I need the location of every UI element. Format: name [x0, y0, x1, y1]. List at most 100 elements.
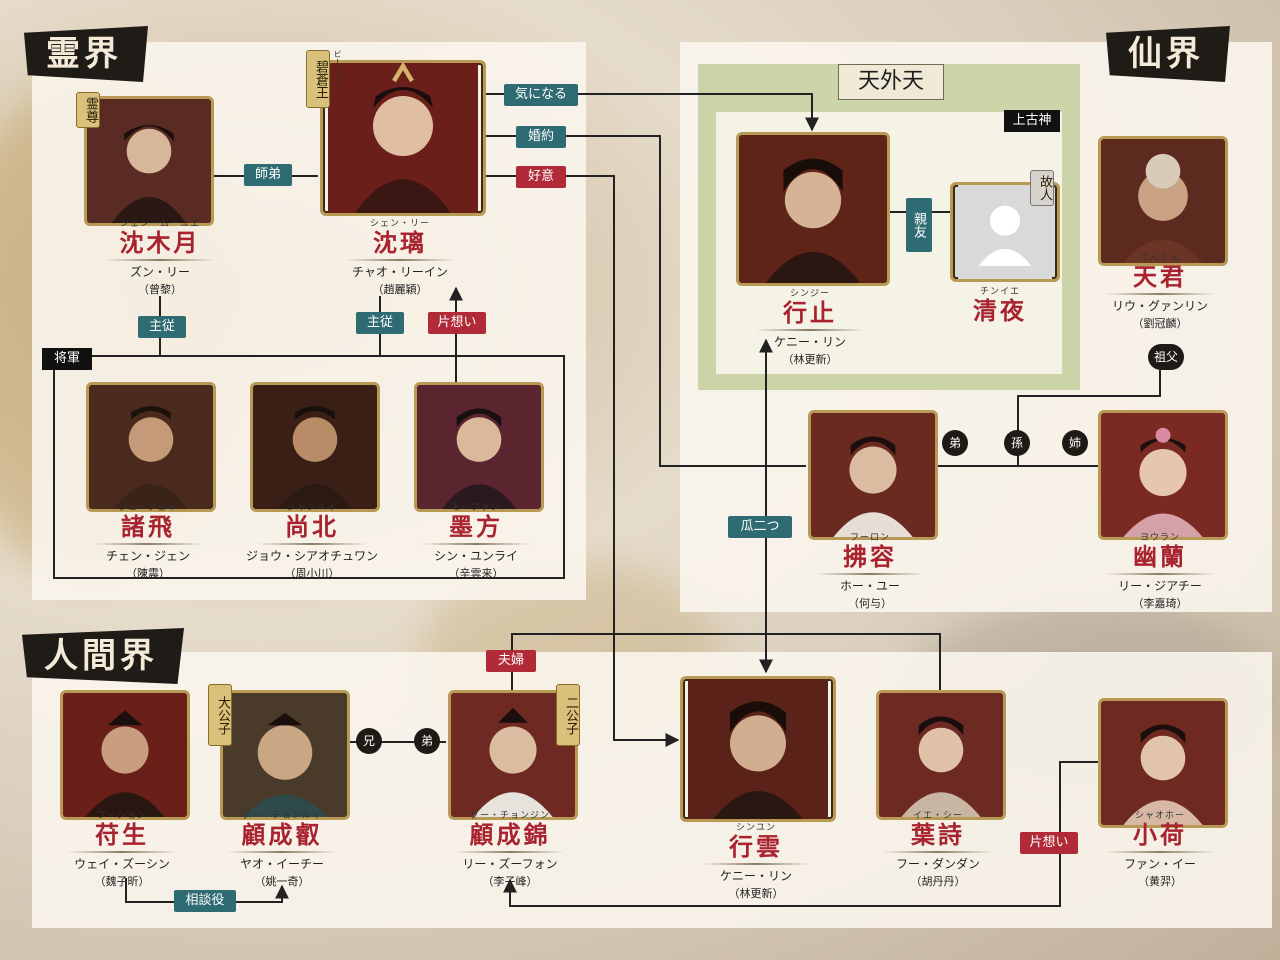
- portrait-you-lan: [1098, 410, 1228, 540]
- actor-kanji: （辛雲来）: [448, 567, 504, 580]
- char-name: 諸飛: [121, 512, 175, 541]
- relation-ani: 兄: [356, 728, 382, 754]
- char-zhu-fei: ジューフェイ 諸飛 チェン・ジェン （陳震）: [48, 500, 248, 582]
- tag-ruby-bisouou: ビーツァン: [333, 50, 342, 90]
- relation-kataomoi-2: 片想い: [1020, 832, 1078, 854]
- portrait-xiao-he: [1098, 698, 1228, 828]
- actor-kanji: （趙麗穎）: [372, 283, 428, 296]
- section-label-reikai: 霊界: [24, 26, 148, 82]
- relation-shuju-1: 主従: [138, 316, 186, 338]
- char-you-lan: ヨウラン 幽蘭 リー・ジアチー （李嘉琦）: [1060, 530, 1260, 612]
- relation-fufu: 夫婦: [486, 650, 536, 672]
- portrait-gu-chengrui: [220, 690, 350, 820]
- relation-otouto: 弟: [942, 430, 968, 456]
- ruby: イエ・シー: [913, 811, 963, 821]
- char-gu-chengrui: グー・チョンルイ 顧成叡 ヤオ・イーチー （姚一奇）: [182, 808, 382, 890]
- ruby: ジューフェイ: [118, 503, 178, 513]
- portrait-fu-sheng: [60, 690, 190, 820]
- ruby: シェン・リー: [369, 219, 430, 229]
- portrait-zhu-fei: [86, 382, 216, 512]
- actor-kanji: （何与）: [848, 597, 892, 610]
- char-fu-rong: フーロン 拂容 ホー・ユー （何与）: [770, 530, 970, 612]
- actor-name: ホー・ユー: [839, 579, 900, 593]
- char-name: 沈木月: [119, 228, 201, 257]
- tag-nikoushi: 二公子: [556, 684, 580, 746]
- ruby: てんくん: [1139, 253, 1180, 263]
- actor-name: リー・ズーフォン: [462, 857, 558, 871]
- ruby: シンジー: [789, 289, 830, 299]
- relation-shitei: 師弟: [244, 164, 292, 186]
- ruby: フーロン: [849, 533, 890, 543]
- portrait-ye-shi: [876, 690, 1006, 820]
- actor-name: ファン・イー: [1123, 857, 1196, 871]
- char-xiao-he: シャオホー 小荷 ファン・イー （黄羿）: [1060, 808, 1260, 890]
- actor-kanji: （林更新）: [728, 887, 784, 900]
- ruby: グー・チョンジン: [469, 811, 550, 821]
- char-name: 顧成錦: [469, 820, 551, 849]
- actor-kanji: （黄羿）: [1138, 875, 1182, 888]
- portrait-shen-muyue: [84, 96, 214, 226]
- actor-kanji: （林更新）: [782, 353, 838, 366]
- portrait-mo-fang: [414, 382, 544, 512]
- char-name: 幽蘭: [1133, 542, 1187, 571]
- char-name: 顧成叡: [241, 820, 323, 849]
- char-xing-yun: シンユン 行雲 ケニー・リン （林更新）: [656, 820, 856, 902]
- actor-kanji: （周小川）: [284, 567, 340, 580]
- actor-name: ジョウ・シアオチュワン: [245, 549, 378, 563]
- relation-shuju-2: 主従: [356, 312, 404, 334]
- actor-name: ヤオ・イーチー: [239, 857, 324, 871]
- portrait-tian-jun: [1098, 136, 1228, 266]
- char-ye-shi: イエ・シー 葉詩 フー・ダンダン （胡丹丹）: [838, 808, 1038, 890]
- char-shang-bei: シャンベイ 尚北 ジョウ・シアオチュワン （周小川）: [212, 500, 412, 582]
- char-name: 葉詩: [911, 820, 965, 849]
- ruby: グー・チョンルイ: [241, 811, 322, 821]
- actor-kanji: （李嘉琦）: [1132, 597, 1188, 610]
- tag-daikoushi: 大公子: [208, 684, 232, 746]
- actor-name: ウェイ・ズーシン: [74, 857, 170, 871]
- ruby: シェン・ムーユエ: [119, 219, 200, 229]
- char-fu-sheng: フーション 苻生 ウェイ・ズーシン （魏子昕）: [22, 808, 222, 890]
- relation-otouto-2: 弟: [414, 728, 440, 754]
- char-gu-chengjin: グー・チョンジン 顧成錦 リー・ズーフォン （李子峰）: [410, 808, 610, 890]
- portrait-shang-bei: [250, 382, 380, 512]
- relation-ane: 姉: [1062, 430, 1088, 456]
- char-shen-muyue: シェン・ムーユエ 沈木月 ズン・リー （曾黎）: [60, 216, 260, 298]
- tengaiten-title: 天外天: [838, 64, 944, 100]
- actor-kanji: （劉冠麟）: [1132, 317, 1188, 330]
- relation-koui: 好意: [516, 166, 566, 188]
- actor-kanji: （姚一奇）: [254, 875, 310, 888]
- shogun-label: 将軍: [42, 348, 92, 370]
- ruby: フーション: [97, 811, 147, 821]
- relation-shinyu: 親友: [906, 198, 932, 252]
- actor-name: ケニー・リン: [773, 335, 846, 349]
- char-shen-li: シェン・リー 沈璃 チャオ・リーイン （趙麗穎）: [300, 216, 500, 298]
- char-name: 行止: [783, 298, 837, 327]
- section-label-senkai: 仙界: [1106, 26, 1230, 82]
- ruby: チンイエ: [980, 287, 1020, 297]
- portrait-xing-zhi: [736, 132, 890, 286]
- char-mo-fang: モーファン 墨方 シン・ユンライ （辛雲来）: [376, 500, 576, 582]
- relation-urifutatsu: 瓜二つ: [728, 516, 792, 538]
- char-name: 拂容: [843, 542, 897, 571]
- relation-kataomoi-1: 片想い: [428, 312, 486, 334]
- actor-name: チャオ・リーイン: [352, 265, 448, 279]
- relation-kininaru: 気になる: [504, 84, 578, 106]
- char-name: 墨方: [449, 512, 503, 541]
- actor-kanji: （魏子昕）: [94, 875, 150, 888]
- tag-bisouou: 碧蒼王: [306, 50, 330, 108]
- relation-mago: 孫: [1004, 430, 1030, 456]
- char-qing-ye: チンイエ 清夜: [900, 284, 1100, 325]
- actor-name: リー・ジアチー: [1118, 579, 1202, 593]
- actor-name: フー・ダンダン: [895, 857, 980, 871]
- portrait-fu-rong: [808, 410, 938, 540]
- ruby: シャオホー: [1134, 811, 1185, 821]
- relation-konyaku: 婚約: [516, 126, 566, 148]
- char-xing-zhi: シンジー 行止 ケニー・リン （林更新）: [710, 286, 910, 368]
- actor-name: チェン・ジェン: [105, 549, 190, 563]
- relation-soudanyaku: 相談役: [174, 890, 236, 912]
- char-name: 苻生: [95, 820, 149, 849]
- portrait-gu-chengjin: [448, 690, 578, 820]
- char-name: 尚北: [285, 512, 339, 541]
- tag-kojin: 故人: [1030, 170, 1054, 206]
- ruby: ヨウラン: [1139, 533, 1180, 543]
